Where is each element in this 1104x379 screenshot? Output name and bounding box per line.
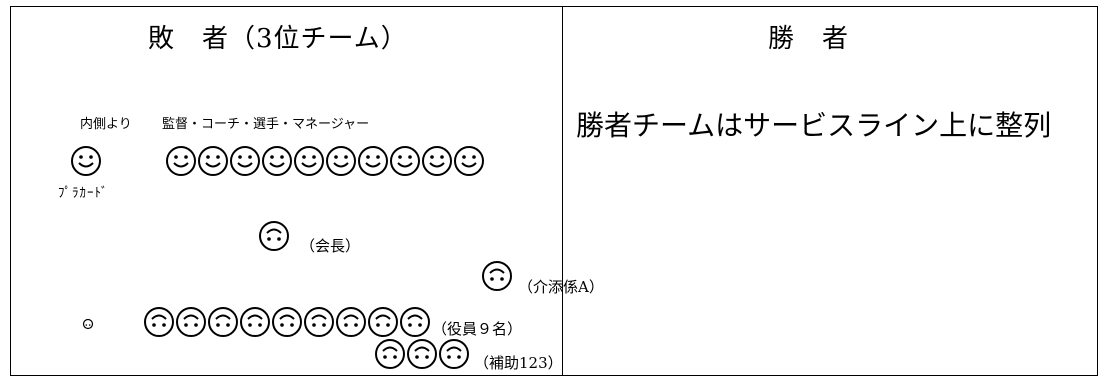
column-divider [562, 6, 563, 376]
smiley-face-icon [358, 146, 388, 176]
assistants-row [374, 338, 470, 370]
team-members-row [165, 145, 485, 177]
small-face-icon [82, 318, 94, 330]
winner-heading: 勝 者 [768, 24, 850, 54]
placard-holder-smiley-icon [71, 146, 101, 176]
inverted-face-icon [176, 307, 206, 337]
inverted-face-icon [208, 307, 238, 337]
smiley-face-icon [166, 146, 196, 176]
smiley-face-icon [454, 146, 484, 176]
assistants-label: （補助123） [474, 354, 563, 372]
inverted-face-icon [368, 307, 398, 337]
loser-heading: 敗 者（3位チーム） [148, 24, 408, 54]
smiley-face-icon [390, 146, 420, 176]
smiley-face-icon [422, 146, 452, 176]
inverted-face-icon [240, 307, 270, 337]
inner-side-label: 内側より [80, 117, 132, 132]
officials-label: （役員９名） [432, 320, 523, 338]
placard-label: ﾌﾟﾗｶｰﾄﾞ [58, 186, 109, 201]
inverted-face-icon [144, 307, 174, 337]
smiley-face-icon [198, 146, 228, 176]
chairman-face-icon [259, 221, 289, 251]
officials-row [143, 306, 431, 338]
staff-label: 監督・コーチ・選手・マネージャー [162, 117, 370, 132]
inverted-face-icon [336, 307, 366, 337]
attendant-face-icon [482, 261, 512, 291]
inverted-face-icon [407, 339, 437, 369]
smiley-face-icon [326, 146, 356, 176]
inverted-face-icon [375, 339, 405, 369]
inverted-face-icon [400, 307, 430, 337]
inverted-face-icon [439, 339, 469, 369]
ceremony-layout-table [10, 6, 1098, 376]
inverted-face-icon [304, 307, 334, 337]
smiley-face-icon [262, 146, 292, 176]
chairman-label: （会長） [300, 237, 361, 255]
inverted-face-icon [272, 307, 302, 337]
attendant-label: （介添係A） [518, 278, 604, 296]
smiley-face-icon [230, 146, 260, 176]
smiley-face-icon [294, 146, 324, 176]
winner-instruction: 勝者チームはサービスライン上に整列 [576, 109, 1052, 142]
